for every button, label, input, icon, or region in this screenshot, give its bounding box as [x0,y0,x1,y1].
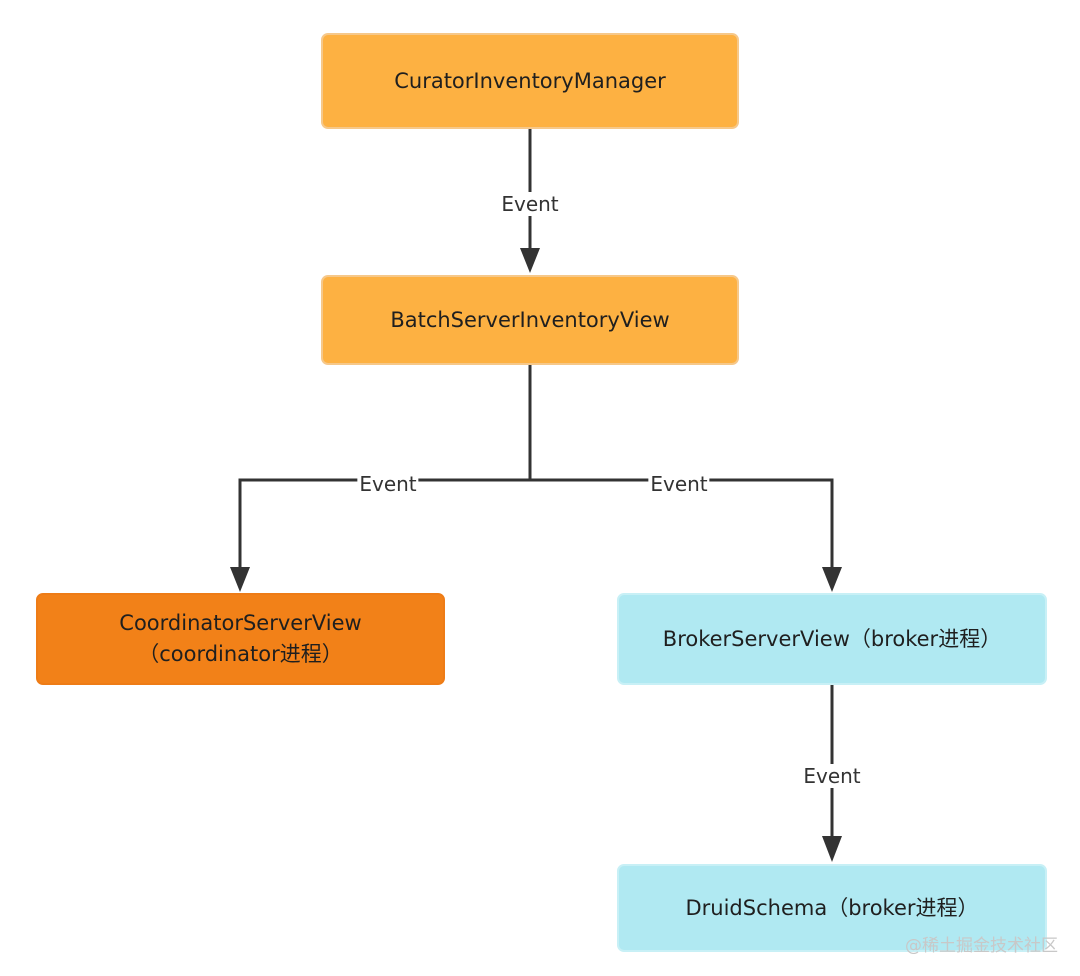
edge-label-batch-coordinator: Event [357,472,419,496]
edge-label-batch-broker: Event [648,472,710,496]
edge-label-curator-batch: Event [499,192,561,216]
node-curator-inventory-manager: CuratorInventoryManager [321,33,739,129]
node-coordinator-server-view: CoordinatorServerView （coordinator进程） [36,593,445,685]
watermark: @稀土掘金技术社区 [905,936,1058,956]
node-druid-schema: DruidSchema（broker进程） [617,864,1047,952]
edge-label-broker-druid: Event [801,764,863,788]
edge-broker-to-druid [822,685,842,862]
edge-batch-to-broker [530,478,842,592]
node-broker-server-view: BrokerServerView（broker进程） [617,593,1047,685]
node-batch-server-inventory-view: BatchServerInventoryView [321,275,739,365]
edge-curator-to-batch [520,129,540,273]
